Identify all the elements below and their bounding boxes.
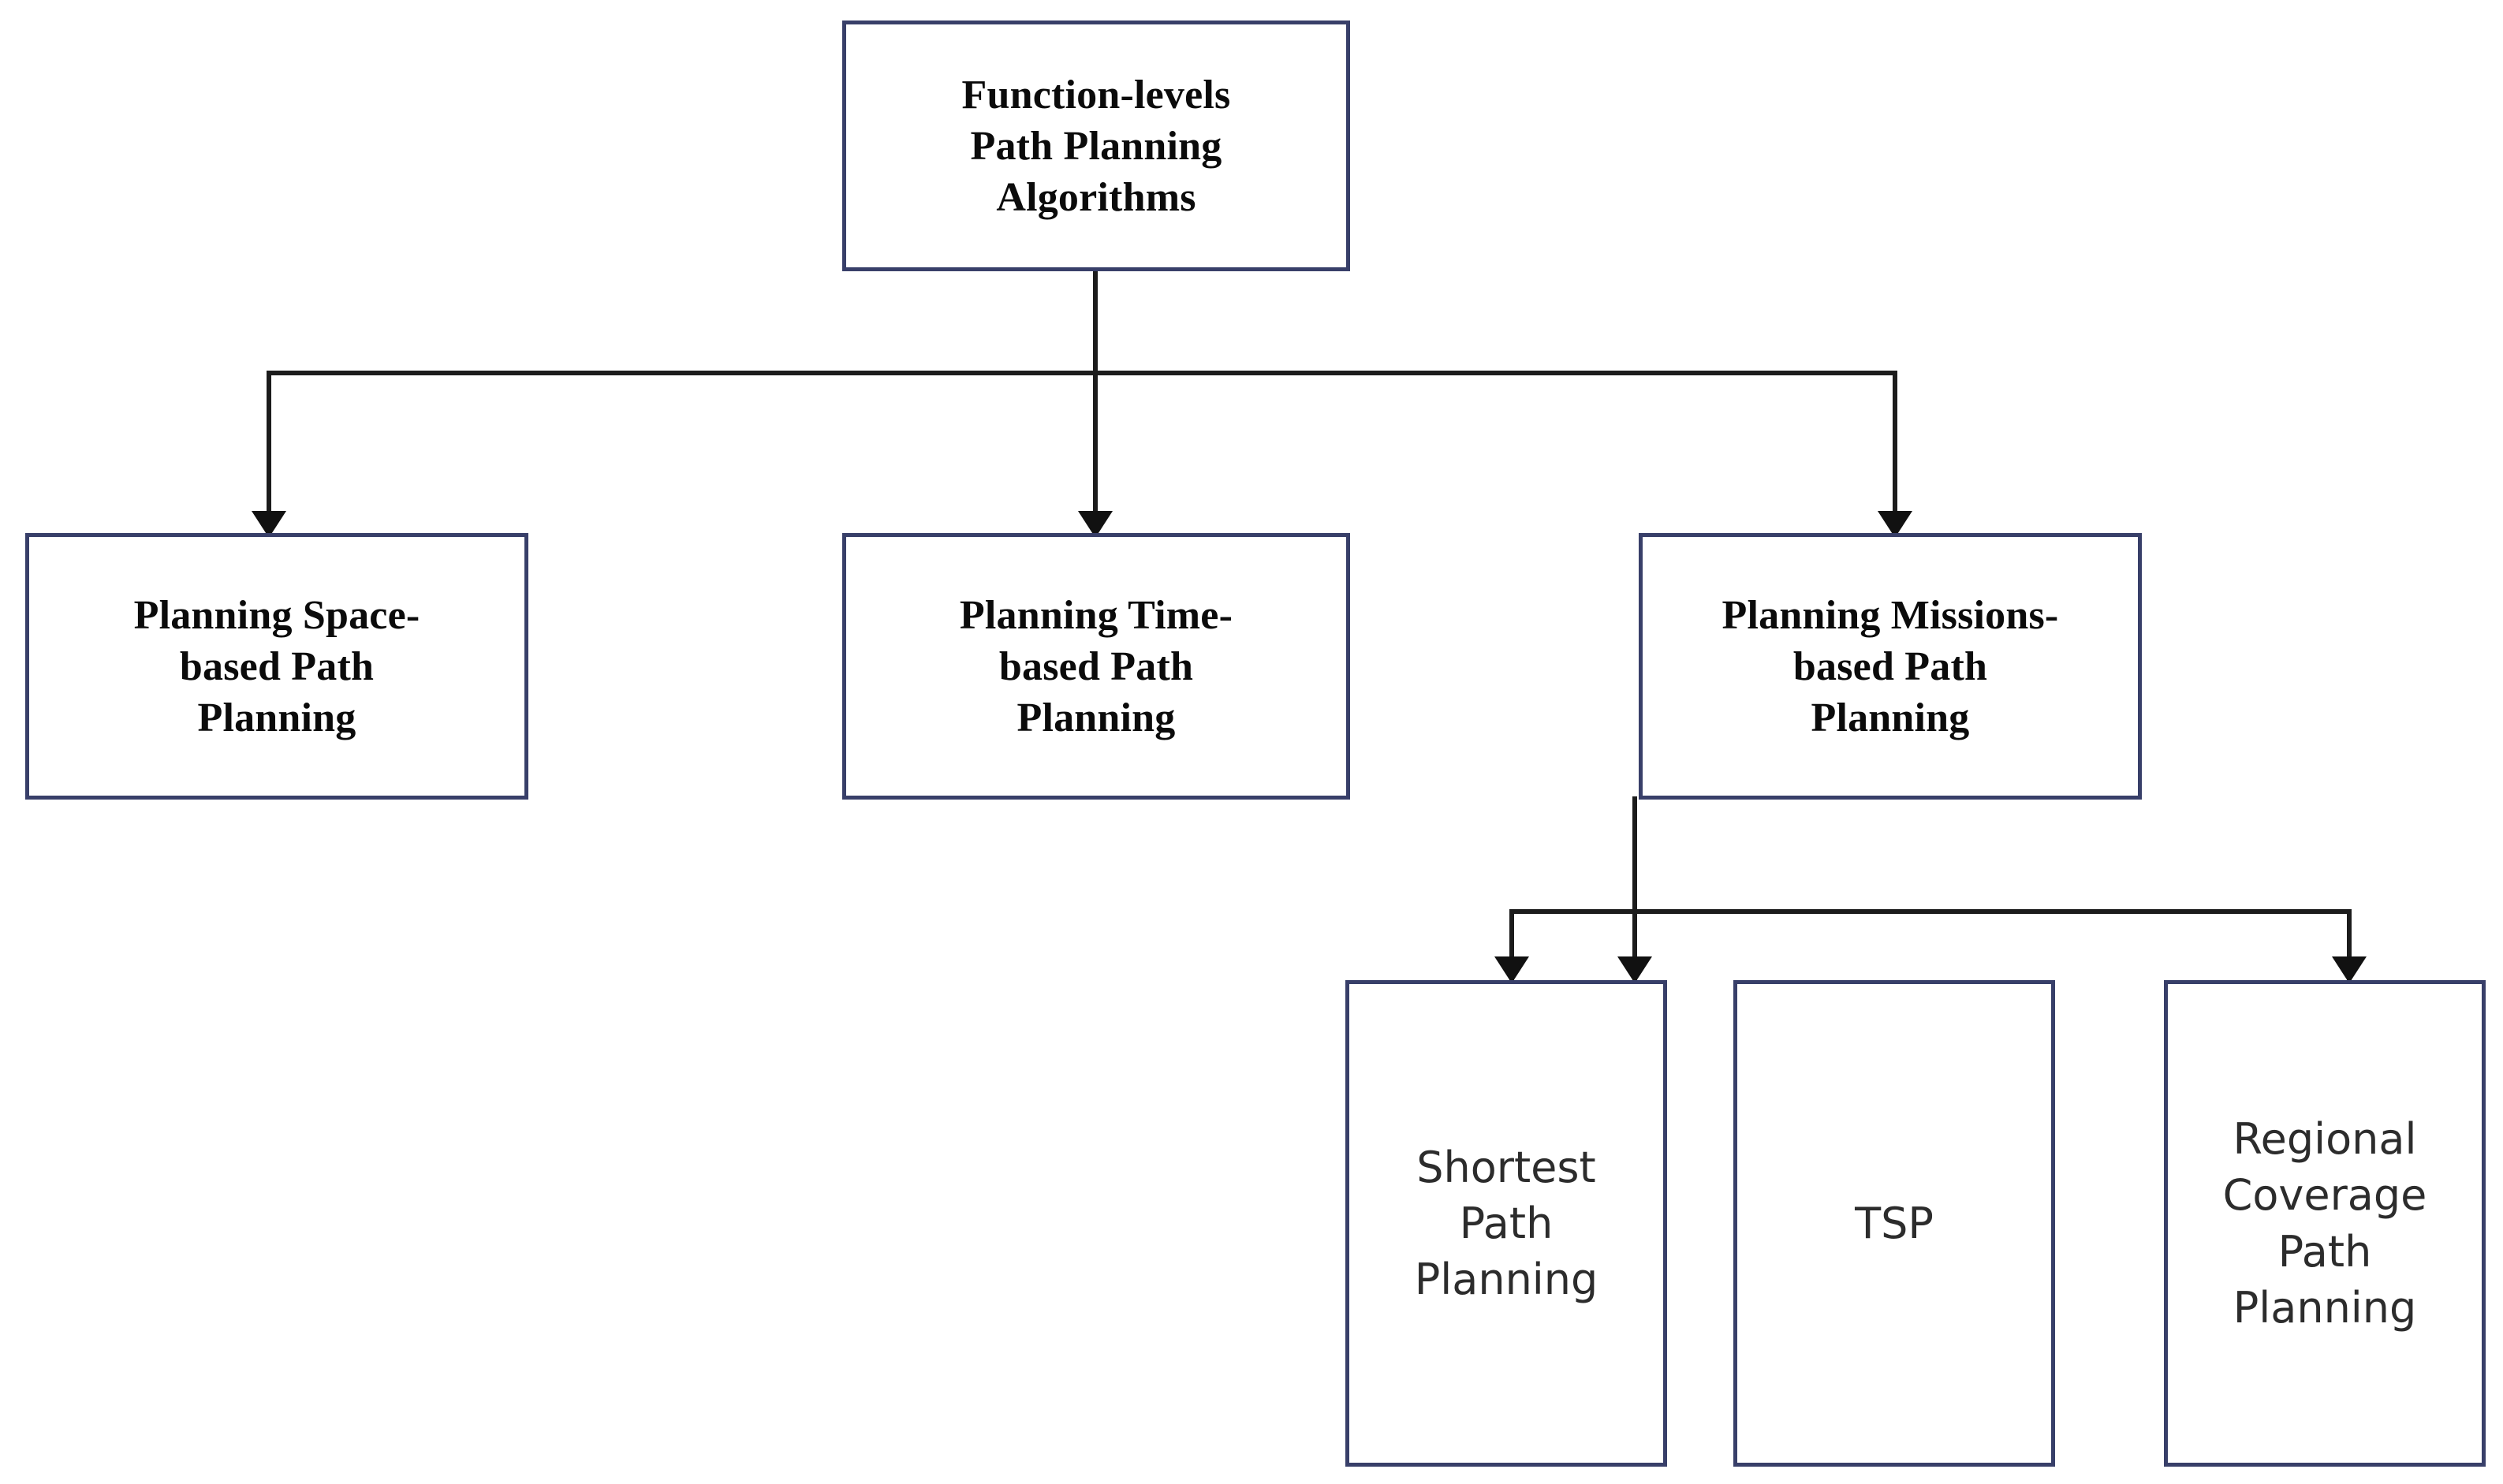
node-label: Planning Missions- based Path Planning xyxy=(1722,592,2059,740)
node-label: Planning Time- based Path Planning xyxy=(959,592,1233,740)
node-label: TSP xyxy=(1855,1198,1934,1248)
connector-drop-planning-missions xyxy=(1893,371,1897,535)
node-planning-space-based-path-planning[interactable]: Planning Space- based Path Planning xyxy=(25,533,528,800)
node-tsp[interactable]: TSP xyxy=(1733,980,2055,1467)
arrowhead-regional-coverage xyxy=(2332,956,2367,983)
node-label: Function-levels Path Planning Algorithms xyxy=(961,72,1231,220)
connector-root-center-stem xyxy=(1093,270,1098,538)
connector-drop-planning-space xyxy=(267,371,271,535)
connector-root-bus xyxy=(267,371,1897,375)
node-planning-missions-based-path-planning[interactable]: Planning Missions- based Path Planning xyxy=(1639,533,2142,800)
node-planning-time-based-path-planning[interactable]: Planning Time- based Path Planning xyxy=(842,533,1350,800)
node-label: Planning Space- based Path Planning xyxy=(133,592,420,740)
node-function-levels-path-planning-algorithms[interactable]: Function-levels Path Planning Algorithms xyxy=(842,21,1350,271)
connector-missions-center-stem xyxy=(1632,796,1637,984)
arrowhead-tsp xyxy=(1617,956,1652,983)
node-label: Shortest Path Planning xyxy=(1414,1142,1598,1305)
connector-drop-regional-coverage xyxy=(2347,909,2352,980)
arrowhead-shortest-path xyxy=(1494,956,1529,983)
connector-drop-shortest-path xyxy=(1509,909,1514,980)
node-regional-coverage-path-planning[interactable]: Regional Coverage Path Planning xyxy=(2164,980,2486,1467)
node-label: Regional Coverage Path Planning xyxy=(2222,1113,2427,1333)
node-shortest-path-planning[interactable]: Shortest Path Planning xyxy=(1345,980,1667,1467)
connector-missions-bus xyxy=(1509,909,2352,914)
